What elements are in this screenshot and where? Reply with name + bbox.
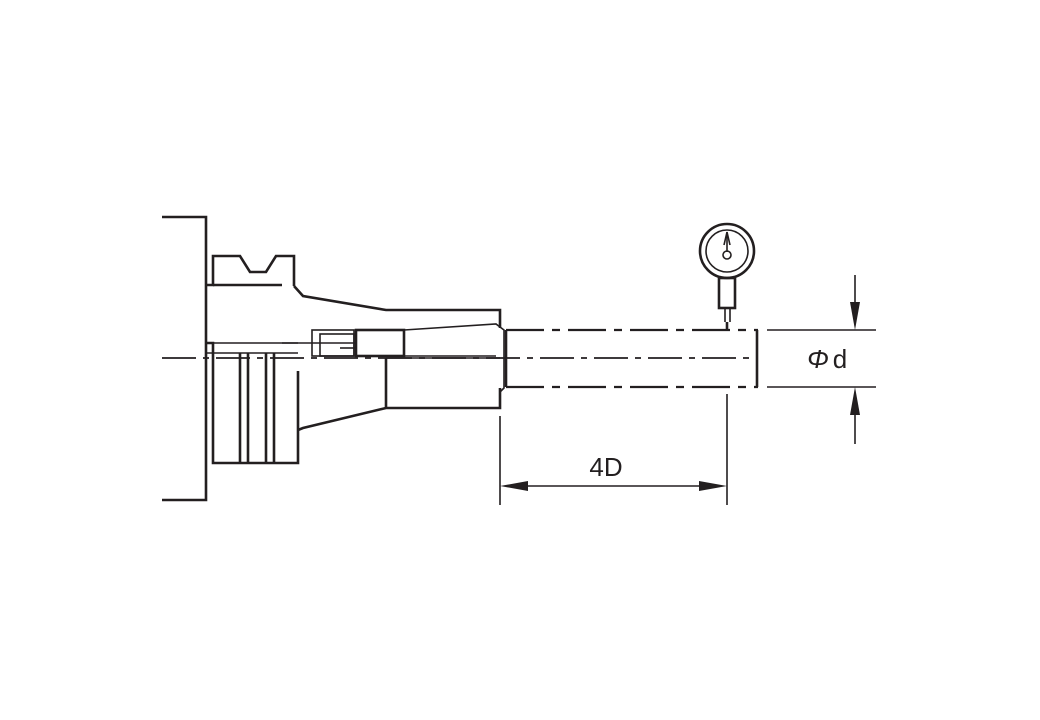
arrow-down: [850, 302, 860, 330]
arrow-left: [500, 481, 528, 491]
arrow-right: [699, 481, 727, 491]
arrow-up: [850, 387, 860, 415]
holder-flange: [206, 254, 300, 465]
dimension-label-4d: 4D: [589, 452, 622, 482]
collet-nut: [282, 323, 505, 393]
dial-indicator-icon: [698, 222, 756, 330]
dimension-4d: 4D: [499, 394, 728, 505]
diameter-label: d: [833, 344, 847, 374]
dimension-diameter: Φ d: [767, 275, 876, 444]
diameter-symbol: Φ: [807, 344, 829, 374]
